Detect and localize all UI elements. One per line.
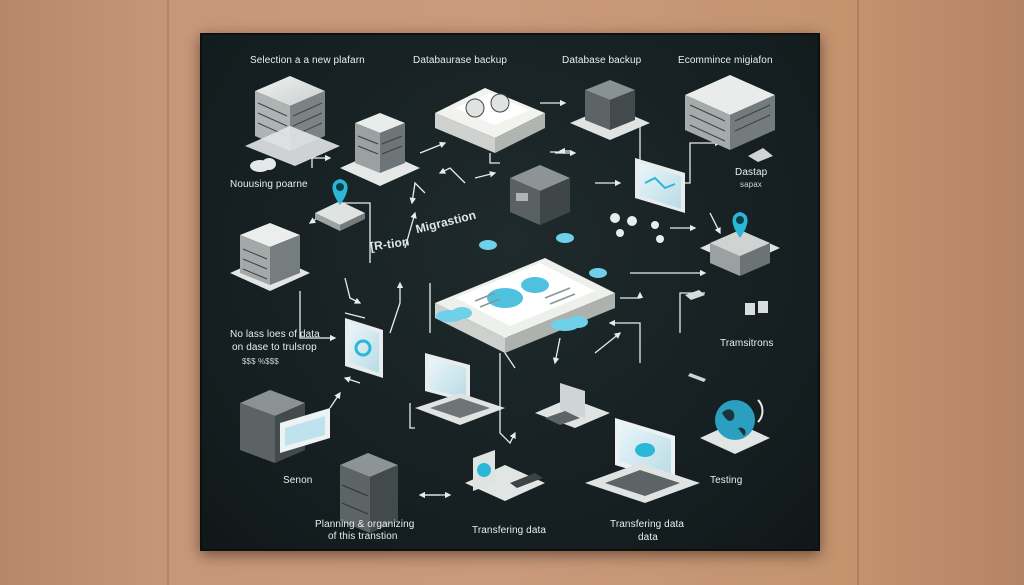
pen-icon <box>688 373 706 382</box>
server-farm-icon <box>685 75 775 150</box>
label-dastap-sub: sapax <box>740 180 762 189</box>
label-transferring-1: Transfering data <box>472 525 547 536</box>
label-testing: Testing <box>710 475 743 486</box>
hard-drive-icon <box>465 450 545 501</box>
server-rack-icon <box>245 76 340 166</box>
label-noussing: Nouusing poarne <box>230 179 308 190</box>
label-transferring-2a: Transfering data <box>610 519 685 530</box>
label-planning-2: of this transtion <box>328 531 398 542</box>
label-no-loss-2: on dase to trulsrop <box>232 342 317 353</box>
title-selection: Selection a a new plafarn <box>250 55 365 66</box>
small-device-2-icon <box>685 290 705 300</box>
label-dastap: Dastap <box>735 167 768 178</box>
cloud-icons <box>436 233 607 331</box>
label-no-loss-1: No lass loes of data <box>230 329 320 340</box>
diagram-board: Selection a a new plafarn Databaurase ba… <box>200 33 820 551</box>
diagram-canvas <box>230 75 780 533</box>
documents-icon <box>435 88 545 153</box>
workstation-icon <box>535 383 610 428</box>
tablet-icon <box>345 318 383 378</box>
filing-cabinet-icon <box>340 453 398 533</box>
label-planning-1: Planning & organizing <box>315 519 415 530</box>
dark-server-icon <box>570 80 650 140</box>
left-server-icon <box>230 223 310 291</box>
label-transitions: Tramsitrons <box>720 338 774 349</box>
globe-icon <box>700 399 770 454</box>
label-senon: Senon <box>283 475 313 486</box>
laptop-icon <box>415 353 505 425</box>
laptop-large-icon <box>585 418 700 503</box>
label-transferring-2b: data <box>638 532 658 543</box>
title-database-backup: Database backup <box>562 55 642 66</box>
label-no-loss-3: $$$ %$$$ <box>242 357 279 366</box>
title-databaurase: Databaurase backup <box>413 55 508 66</box>
pin-server-icon <box>700 212 780 276</box>
gears-icon <box>610 213 664 243</box>
title-ecommerce: Ecommince migiafon <box>678 55 773 66</box>
migration-documents-icon <box>435 258 615 353</box>
printer-server-icon <box>240 390 330 463</box>
data-cube-icon <box>510 165 570 225</box>
drone-icon <box>748 148 773 162</box>
monitor-icon <box>635 158 685 213</box>
small-devices-icon <box>745 301 768 315</box>
location-pin-icon <box>315 179 365 231</box>
cloud-icon <box>250 158 276 172</box>
server-stack-icon <box>340 113 420 186</box>
